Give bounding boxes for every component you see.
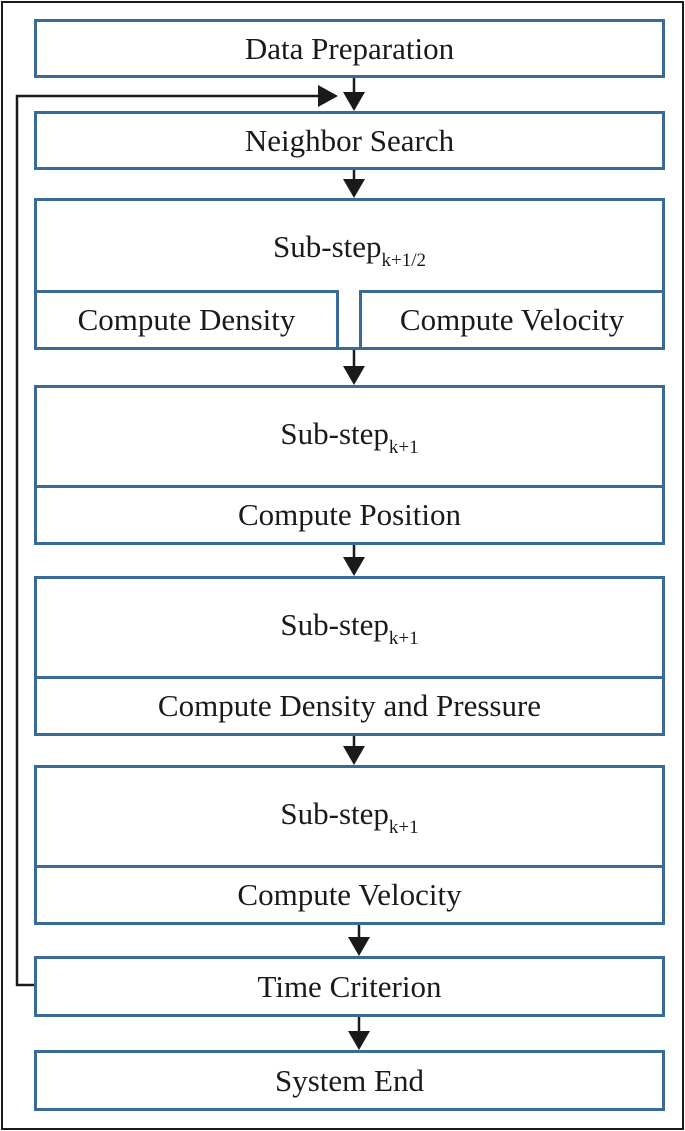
time-criterion-label: Time Criterion <box>257 968 442 1004</box>
arrowhead-substep-pressure <box>343 557 365 576</box>
arrowhead-substep-half <box>343 179 365 198</box>
substep-position-title: Sub-stepk+1 <box>280 416 418 458</box>
neighbor-search-box: Neighbor Search <box>34 111 665 170</box>
system-end-box: System End <box>34 1050 665 1111</box>
time-criterion-box: Time Criterion <box>34 956 665 1017</box>
compute-position-box: Compute Position <box>34 485 665 545</box>
data-preparation-box: Data Preparation <box>34 19 665 78</box>
loop-back-line <box>15 94 318 987</box>
substep-pressure-subscript: k+1 <box>388 628 419 649</box>
substep-pressure-title: Sub-stepk+1 <box>280 607 418 649</box>
compute-velocity-box: Compute Velocity <box>34 865 665 925</box>
substep-half-subscript: k+1/2 <box>381 250 427 271</box>
compute-density-pressure-label: Compute Density and Pressure <box>157 688 542 723</box>
substep-velocity-title: Sub-stepk+1 <box>280 796 418 838</box>
arrowhead-neighbor-search <box>343 92 365 111</box>
substep-pressure-base: Sub-step <box>280 607 389 642</box>
compute-density-label: Compute Density <box>77 302 296 337</box>
arrowhead-loop-back <box>318 85 338 107</box>
compute-velocity-label: Compute Velocity <box>237 877 462 912</box>
substep-velocity-subscript: k+1 <box>388 817 419 838</box>
substep-half-base: Sub-step <box>273 229 382 264</box>
arrowhead-substep-position <box>343 366 365 385</box>
compute-velocity-half-box: Compute Velocity <box>359 290 665 350</box>
arrowhead-time-criterion <box>348 937 370 956</box>
substep-position-base: Sub-step <box>280 416 389 451</box>
system-end-label: System End <box>275 1062 424 1098</box>
arrowhead-substep-velocity <box>343 746 365 765</box>
substep-half-title: Sub-stepk+1/2 <box>273 229 426 271</box>
substep-velocity-base: Sub-step <box>280 796 389 831</box>
compute-density-box: Compute Density <box>34 290 339 350</box>
data-preparation-label: Data Preparation <box>244 30 455 66</box>
compute-density-pressure-box: Compute Density and Pressure <box>34 676 665 736</box>
substep-position-subscript: k+1 <box>388 437 419 458</box>
compute-position-label: Compute Position <box>237 497 462 532</box>
arrowhead-system-end <box>348 1031 370 1050</box>
neighbor-search-label: Neighbor Search <box>244 122 455 158</box>
compute-velocity-half-label: Compute Velocity <box>399 302 625 337</box>
